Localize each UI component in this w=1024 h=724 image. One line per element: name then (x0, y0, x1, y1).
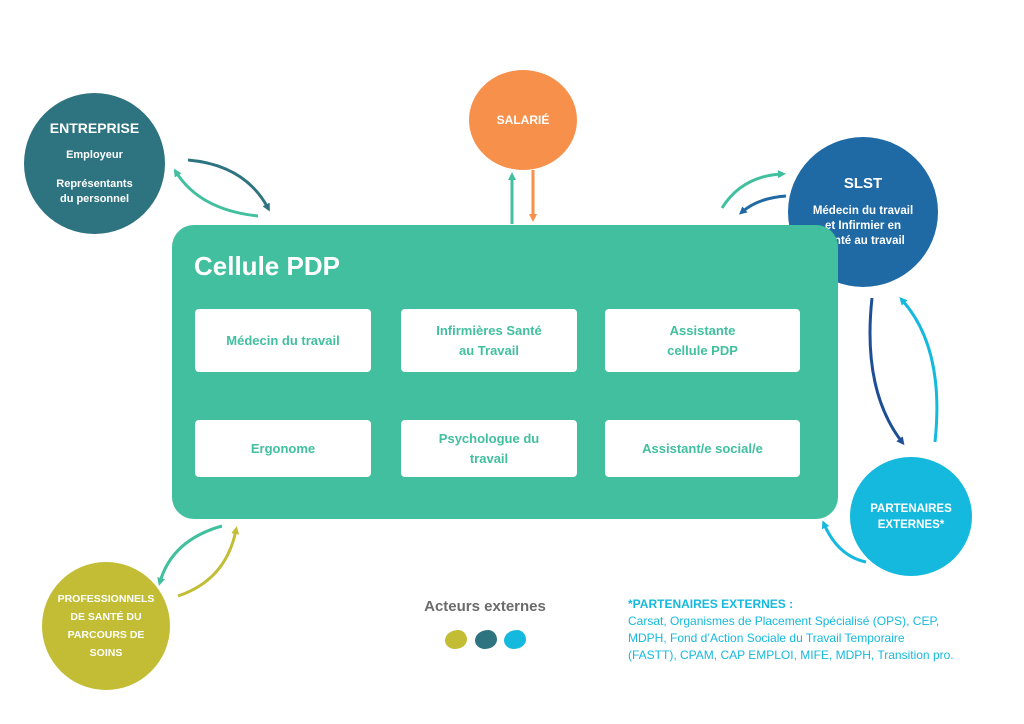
legend-blob-olive (445, 630, 467, 649)
arrow-partenaires-to-slst (899, 297, 939, 443)
role-label: Assistant/e social/e (642, 440, 763, 456)
partenaires-line-2: EXTERNES* (877, 518, 945, 531)
slst-line-1: Médecin du travail (812, 205, 914, 217)
role-label: Psychologue du (438, 430, 540, 446)
role-label-2: travail (469, 450, 509, 466)
note-line-3: (FASTT), CPAM, CAP EMPLOI, MIFE, MDPH, T… (628, 648, 954, 662)
entreprise-circle: ENTREPRISE Employeur Représentants du pe… (24, 93, 165, 234)
role-card-assistant-social: Assistant/e social/e (605, 420, 800, 477)
arrow-slst-to-cellule (738, 194, 787, 215)
arrow-cellule-to-entreprise (173, 168, 259, 218)
slst-title: SLST (843, 175, 883, 192)
entreprise-line-personnel: du personnel (59, 193, 130, 205)
note-title: *PARTENAIRES EXTERNES : (628, 597, 794, 611)
role-card-medecin: Médecin du travail (195, 309, 371, 372)
arrow-cellule-to-slst (720, 170, 786, 209)
partenaires-circle: PARTENAIRES EXTERNES* (850, 457, 972, 576)
role-label: Ergonome (250, 440, 316, 456)
salarie-circle: SALARIÉ (469, 70, 577, 170)
entreprise-title: ENTREPRISE (49, 120, 140, 136)
role-label: Médecin du travail (226, 332, 340, 348)
professionnels-line-2: DE SANTÉ DU (70, 611, 142, 623)
arrow-cellule-to-professionnels (157, 524, 223, 586)
salarie-label: SALARIÉ (496, 113, 550, 127)
note-line-2: MDPH, Fond d’Action Sociale du Travail T… (628, 631, 905, 645)
note-line-1: Carsat, Organismes de Placement Spéciali… (628, 614, 940, 628)
slst-line-3: santé au travail (821, 235, 905, 247)
slst-line-2: et Infirmier en (824, 220, 902, 232)
role-label: Infirmières Santé (436, 322, 542, 338)
role-label-2: cellule PDP (667, 342, 738, 358)
role-label: Assistante (669, 322, 736, 338)
legend-blob-cyan (504, 630, 526, 649)
role-card-infirmieres: Infirmières Santé au Travail (401, 309, 577, 372)
cellule-title: Cellule PDP (194, 251, 340, 281)
professionnels-line-3: PARCOURS DE (67, 629, 145, 641)
partenaires-line-1: PARTENAIRES (870, 502, 952, 515)
professionnels-circle: PROFESSIONNELS DE SANTÉ DU PARCOURS DE S… (42, 562, 170, 690)
cellule-pdp-panel: Cellule PDP Médecin du travail Infirmièr… (172, 225, 838, 519)
role-card-psychologue: Psychologue du travail (401, 420, 577, 477)
role-label-2: au Travail (459, 342, 519, 358)
role-card-assistante: Assistante cellule PDP (605, 309, 800, 372)
entreprise-line-representants: Représentants (56, 178, 133, 190)
arrow-entreprise-to-cellule (187, 158, 270, 212)
partenaires-note: *PARTENAIRES EXTERNES : Carsat, Organism… (628, 596, 1008, 664)
entreprise-line-employeur: Employeur (66, 149, 123, 161)
arrow-partenaires-to-cellule (821, 520, 867, 564)
role-card-ergonome: Ergonome (195, 420, 371, 477)
legend-title: Acteurs externes (424, 598, 546, 615)
arrow-slst-to-partenaires (868, 297, 905, 446)
professionnels-line-4: SOINS (89, 647, 123, 659)
legend-blob-teal (475, 630, 497, 649)
professionnels-line-1: PROFESSIONNELS (57, 593, 155, 605)
arrow-professionnels-to-cellule (177, 526, 240, 598)
